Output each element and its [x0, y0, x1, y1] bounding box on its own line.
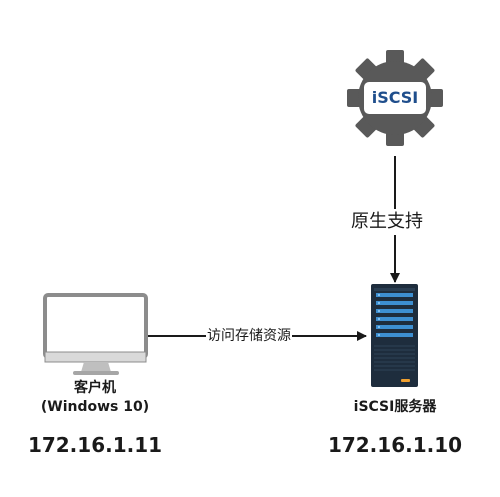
- iscsi-badge-label: iSCSI: [371, 88, 419, 107]
- access-storage-label: 访问存储资源: [206, 326, 292, 346]
- client-os: (Windows 10): [40, 399, 150, 415]
- client-name: 客户机: [74, 380, 116, 396]
- monitor-icon: [43, 293, 148, 375]
- server-ip: 172.16.1.10: [327, 433, 463, 457]
- gear-icon: [347, 50, 443, 146]
- server-name: iSCSI服务器: [353, 399, 437, 415]
- native-support-label: 原生支持: [350, 209, 424, 235]
- server-icon: [371, 284, 418, 387]
- client-ip: 172.16.1.11: [27, 433, 163, 457]
